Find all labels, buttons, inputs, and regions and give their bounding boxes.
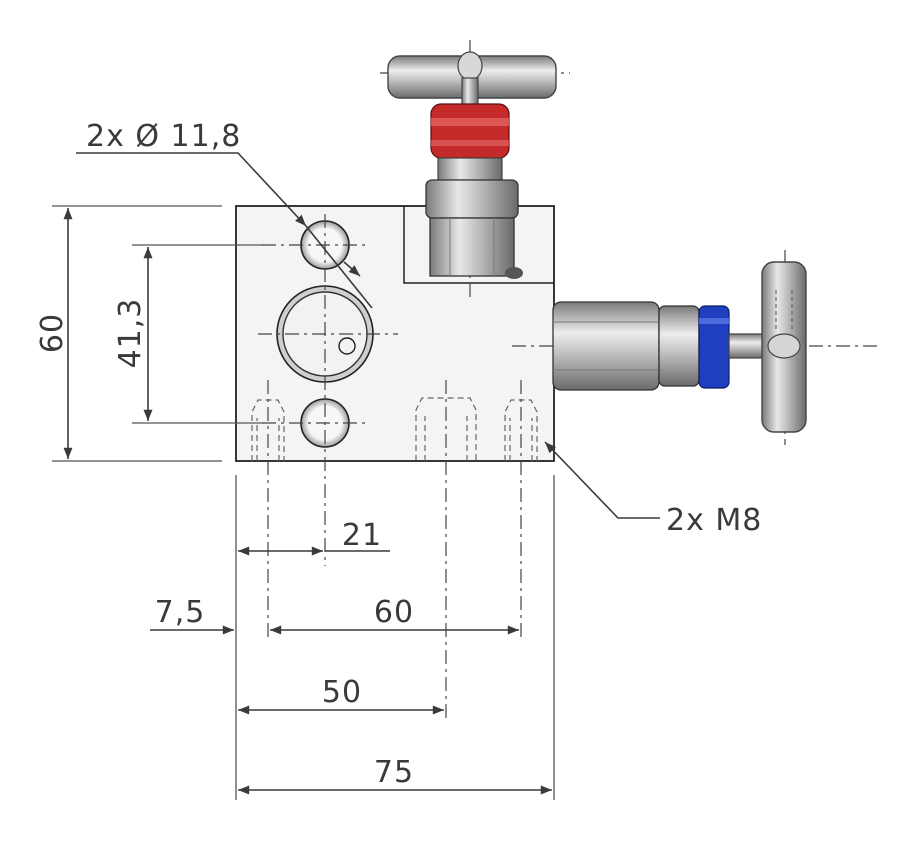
dim-height-bores: 41,3 bbox=[113, 298, 148, 369]
dim-thread-spacing: 60 bbox=[374, 595, 414, 630]
dim-bore-offset: 21 bbox=[342, 518, 382, 553]
top-valve bbox=[387, 51, 557, 279]
extension-lines bbox=[52, 205, 555, 800]
leader-lines bbox=[76, 152, 660, 519]
thread-callout-label: 2x M8 bbox=[666, 503, 762, 538]
dim-height-overall: 60 bbox=[35, 313, 70, 353]
bore-callout-label: 2x Ø 11,8 bbox=[86, 119, 241, 154]
dimension-lines bbox=[63, 208, 552, 795]
dim-width-overall: 75 bbox=[374, 755, 414, 790]
dim-center-offset: 50 bbox=[322, 675, 362, 710]
side-valve bbox=[552, 261, 807, 433]
red-seal-ring bbox=[430, 103, 510, 159]
dim-edge-offset: 7,5 bbox=[155, 595, 206, 630]
